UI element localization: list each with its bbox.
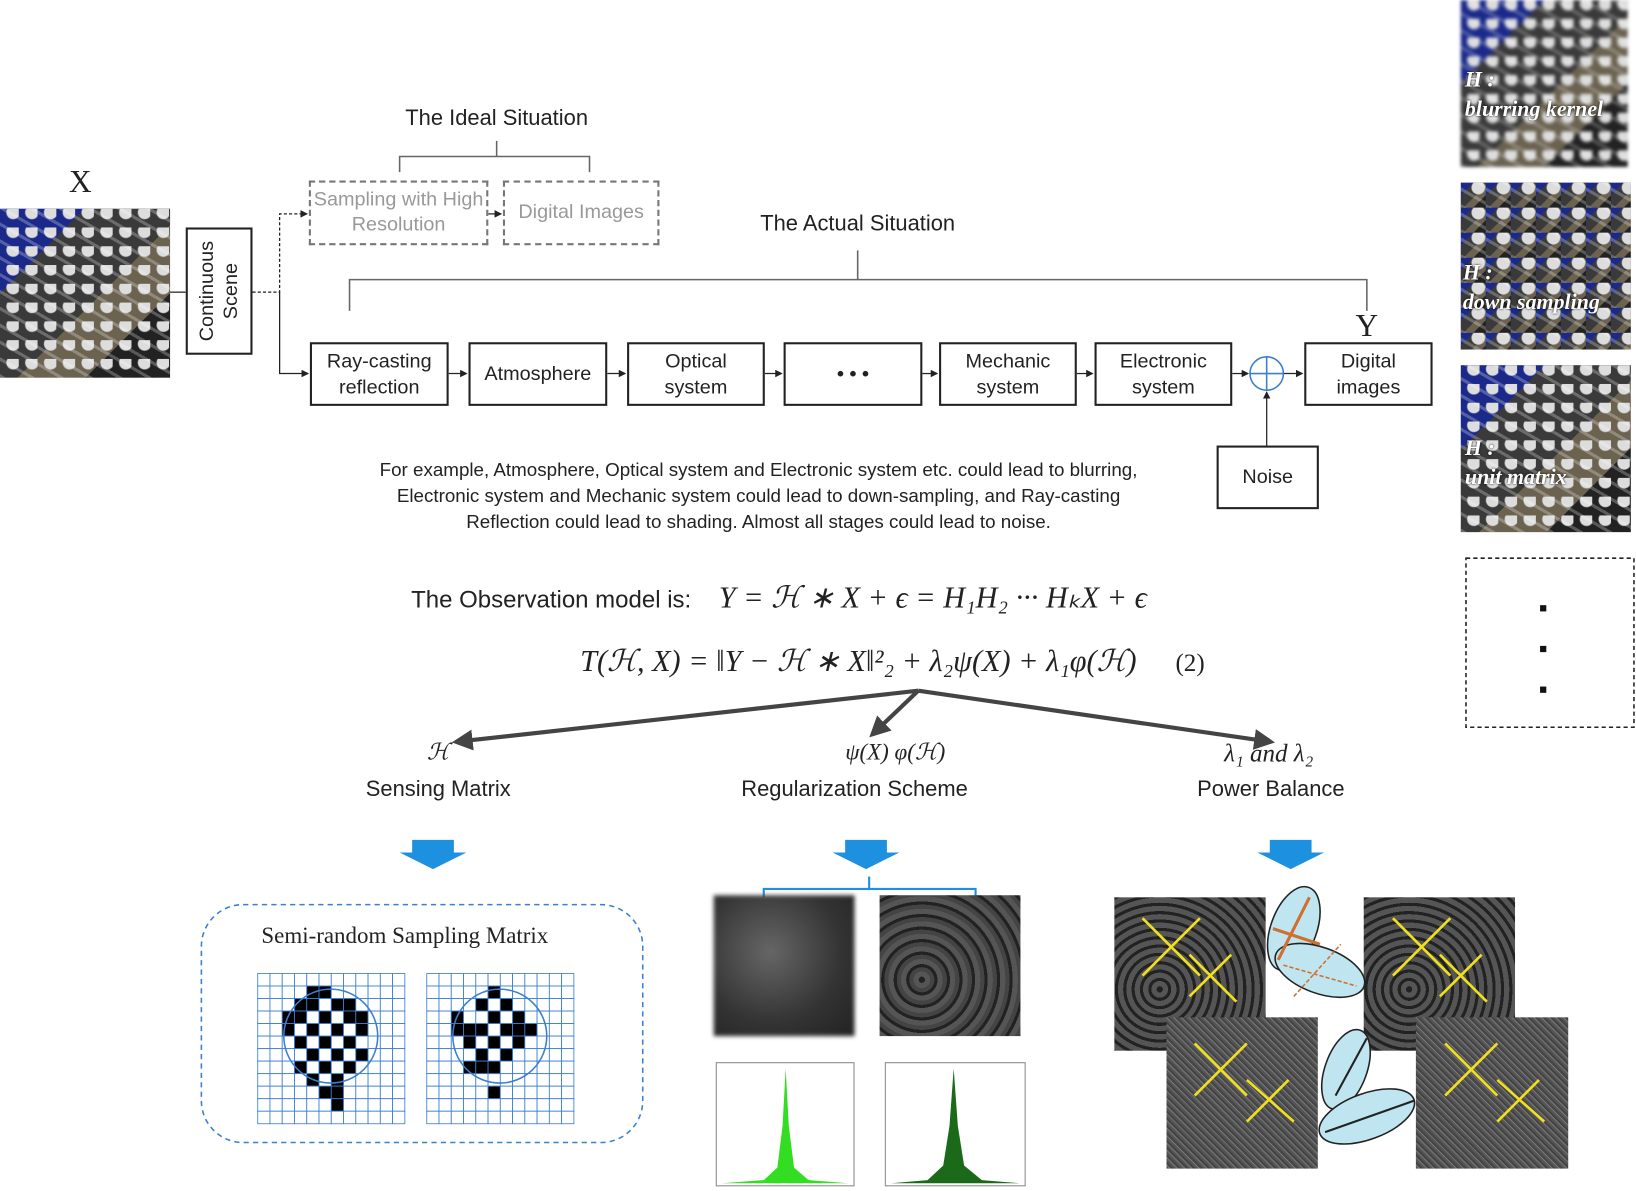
caption-line: Electronic system and Mechanic system co…	[396, 485, 1121, 507]
grid-cell	[392, 1110, 406, 1125]
continuous-scene-box: Continuous Scene	[185, 227, 253, 355]
branch-symbol-lambdas: λ₁ and λ₂	[1224, 740, 1314, 768]
sum-node	[1249, 356, 1285, 392]
sampling-circle	[452, 988, 548, 1084]
stage-mechanic-system: Mechanic system	[939, 342, 1077, 406]
power-noise-image-2	[1415, 1017, 1569, 1169]
thumbnail-blurring	[1460, 0, 1628, 167]
branch-sensing-matrix: Sensing Matrix	[365, 777, 511, 802]
branch-regularization-scheme: Regularization Scheme	[741, 777, 968, 802]
branch-symbol-h: ℋ	[426, 738, 450, 765]
sampling-matrix-title: Semi-random Sampling Matrix	[261, 922, 549, 949]
sampling-matrix-box	[200, 903, 644, 1144]
down-arrows	[399, 839, 1325, 870]
observation-equation: Y = ℋ ∗ X + ϵ = H₁H₂ ··· HₖX + ϵ	[718, 581, 1147, 615]
stage-ray-casting: Ray-casting reflection	[309, 342, 449, 406]
objective-equation: T(ℋ, X) = ‖Y − ℋ ∗ X‖²₂ + λ₂ψ(X) + λ₁φ(ℋ…	[580, 644, 1137, 679]
stage-atmosphere: Atmosphere	[468, 342, 608, 406]
thumbnail-blurring-label: H :blurring kernel	[1464, 66, 1604, 122]
actual-situation-title: The Actual Situation	[760, 211, 956, 236]
ideal-situation-title: The Ideal Situation	[405, 106, 589, 131]
histogram-dark-green	[884, 1062, 1026, 1187]
noise-box: Noise	[1216, 445, 1319, 510]
input-satellite-image	[0, 208, 171, 378]
digital-images-box: Digital images	[1304, 342, 1433, 406]
stage-optical-system: Optical system	[627, 342, 765, 406]
ideal-digital-images-box: Digital Images	[502, 180, 660, 246]
grid-cell	[561, 1110, 575, 1125]
sampling-circle	[283, 988, 379, 1084]
histogram-light-green	[715, 1062, 855, 1187]
caption-line: Reflection could lead to shading. Almost…	[466, 511, 1051, 533]
branch-symbol-regularizers: ψ(X) φ(ℋ)	[845, 738, 946, 765]
power-noise-image-1	[1166, 1017, 1318, 1169]
thumbnail-unit-matrix-label: H :unit matrix	[1464, 435, 1567, 490]
input-label: X	[69, 164, 92, 200]
thumbnail-downsampling	[1460, 182, 1631, 350]
objective-function: T(ℋ, X) = ‖Y − ℋ ∗ X‖²₂ + λ₂ψ(X) + λ₁φ(ℋ…	[580, 643, 1205, 680]
more-thumbnails-box	[1465, 557, 1635, 729]
sampling-high-res-box: Sampling with High Resolution	[308, 180, 489, 246]
branch-power-balance: Power Balance	[1197, 777, 1345, 802]
stage-electronic-system: Electronic system	[1094, 342, 1233, 406]
output-label: Y	[1355, 308, 1379, 344]
observation-model: The Observation model is: Y = ℋ ∗ X + ϵ …	[411, 579, 1147, 616]
thumbnail-unit-matrix	[1460, 365, 1631, 533]
sharp-image	[879, 895, 1021, 1037]
thumbnail-downsampling-label: H :down sampling	[1462, 259, 1600, 315]
stage-ellipsis: • • •	[783, 342, 923, 406]
blurred-image	[713, 895, 855, 1037]
caption: For example, Atmosphere, Optical system …	[380, 457, 1138, 535]
equation-number: (2)	[1175, 650, 1205, 678]
observation-model-label: The Observation model is:	[411, 585, 692, 613]
caption-line: For example, Atmosphere, Optical system …	[379, 459, 1138, 480]
